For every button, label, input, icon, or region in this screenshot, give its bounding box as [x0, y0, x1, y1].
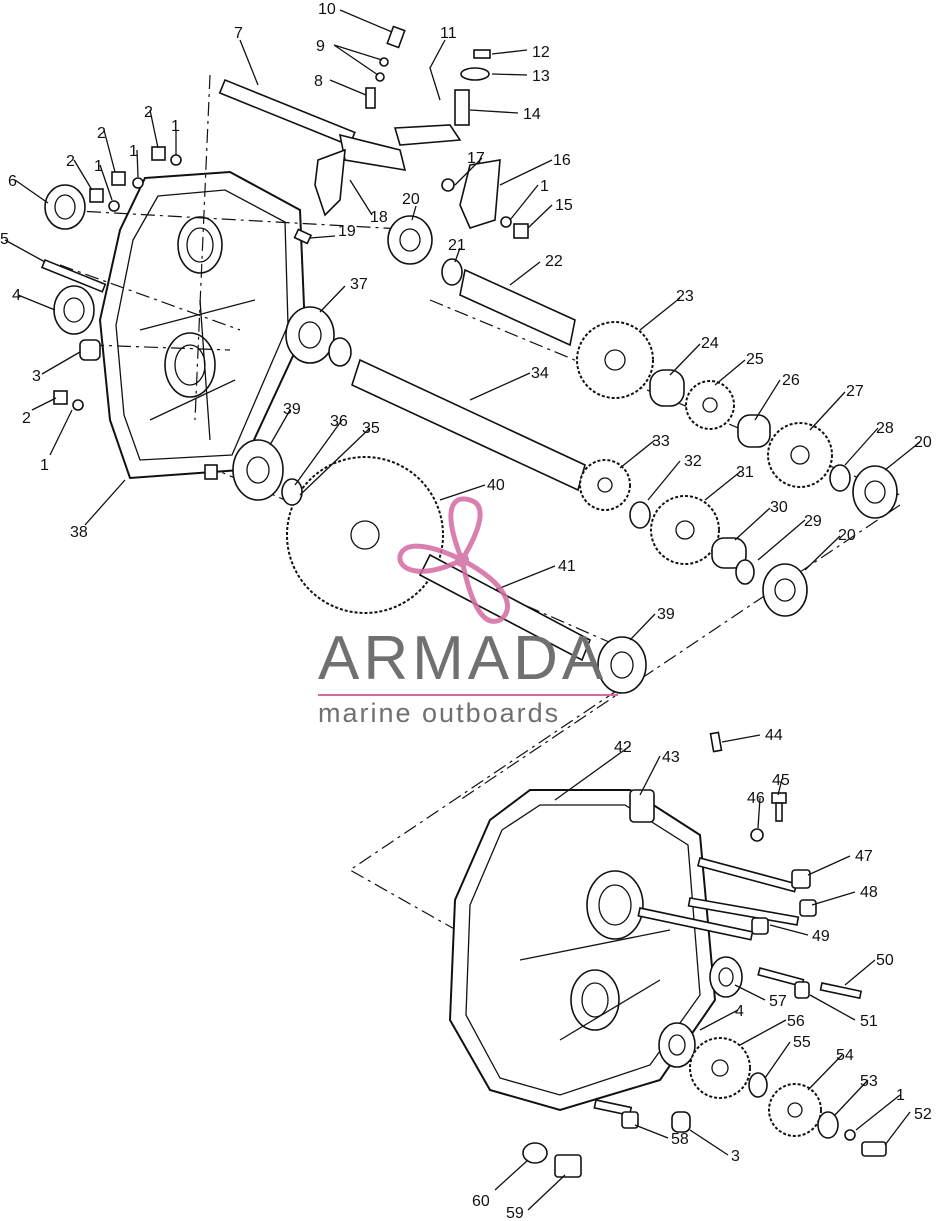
- callout-30: 30: [770, 499, 788, 516]
- callout-43: 43: [662, 749, 680, 766]
- callout-38: 38: [70, 524, 88, 541]
- callout-39-b: 39: [657, 606, 675, 623]
- callout-45: 45: [772, 772, 790, 789]
- callout-2-b: 2: [97, 125, 106, 142]
- callout-4-a: 4: [12, 287, 21, 304]
- callout-56: 56: [787, 1013, 805, 1030]
- callout-21: 21: [448, 237, 466, 254]
- callout-1-e: 1: [40, 457, 49, 474]
- callout-1-a: 1: [171, 118, 180, 135]
- callout-8: 8: [314, 73, 323, 90]
- callout-20-c: 20: [838, 527, 856, 544]
- callout-36: 36: [330, 413, 348, 430]
- left-case-half: [98, 170, 307, 480]
- callout-59: 59: [506, 1205, 524, 1221]
- callout-1-c: 1: [94, 158, 103, 175]
- leader-lines: [4, 9, 921, 1211]
- callout-1-d: 1: [540, 178, 549, 195]
- callout-33: 33: [652, 433, 670, 450]
- callout-6: 6: [8, 173, 17, 190]
- brand-rule: [318, 694, 618, 696]
- callout-18: 18: [370, 209, 388, 226]
- brand-tagline: marine outboards: [318, 698, 561, 728]
- callout-28: 28: [876, 420, 894, 437]
- callout-53: 53: [860, 1073, 878, 1090]
- fasteners-left: [40, 146, 218, 480]
- callout-10: 10: [318, 1, 336, 18]
- callout-57: 57: [769, 993, 787, 1010]
- callout-48: 48: [860, 884, 878, 901]
- callout-19: 19: [338, 223, 356, 240]
- brand-name: ARMADA: [318, 624, 608, 693]
- callout-22: 22: [545, 253, 563, 270]
- callout-1-b: 1: [129, 143, 138, 160]
- callout-35: 35: [362, 420, 380, 437]
- callout-26: 26: [782, 372, 800, 389]
- callout-60: 60: [472, 1193, 490, 1210]
- callout-20-a: 20: [402, 191, 420, 208]
- callout-40: 40: [487, 477, 505, 494]
- shift-shaft-assembly: [218, 25, 529, 245]
- callout-12: 12: [532, 44, 550, 61]
- callout-41: 41: [558, 558, 576, 575]
- callout-51: 51: [860, 1013, 878, 1030]
- callout-32: 32: [684, 453, 702, 470]
- callout-49: 49: [812, 928, 830, 945]
- callout-42: 42: [614, 739, 632, 756]
- callout-46: 46: [747, 790, 765, 807]
- main-shaft: [351, 358, 586, 492]
- callout-1-f: 1: [896, 1087, 905, 1104]
- callout-16: 16: [553, 152, 571, 169]
- right-case-half: [448, 789, 717, 1112]
- callout-2-c: 2: [66, 153, 75, 170]
- callout-58: 58: [671, 1131, 689, 1148]
- callout-24: 24: [701, 335, 719, 352]
- callout-34: 34: [531, 365, 549, 382]
- callout-54: 54: [836, 1047, 854, 1064]
- callout-3-b: 3: [731, 1148, 740, 1165]
- callout-31: 31: [736, 464, 754, 481]
- callout-5: 5: [0, 231, 9, 248]
- input-shaft-assembly: [285, 215, 576, 367]
- callout-14: 14: [523, 106, 541, 123]
- callout-20-b: 20: [914, 434, 932, 451]
- output-assembly: [232, 439, 647, 694]
- callout-47: 47: [855, 848, 873, 865]
- callout-9: 9: [316, 38, 325, 55]
- callout-29: 29: [804, 513, 822, 530]
- callout-52: 52: [914, 1106, 932, 1123]
- callout-11: 11: [440, 25, 457, 42]
- gears-row: [576, 321, 898, 617]
- callout-4-b: 4: [735, 1003, 744, 1020]
- callout-3-a: 3: [32, 368, 41, 385]
- callout-44: 44: [765, 727, 783, 744]
- fasteners-right: [522, 731, 887, 1178]
- callout-37: 37: [350, 276, 368, 293]
- callout-55: 55: [793, 1034, 811, 1051]
- callout-50: 50: [876, 952, 894, 969]
- callout-17: 17: [467, 150, 485, 167]
- propeller-icon: [397, 496, 510, 624]
- callout-7: 7: [234, 25, 243, 42]
- callout-25: 25: [746, 351, 764, 368]
- callout-13: 13: [532, 68, 550, 85]
- callout-2-a: 2: [144, 104, 153, 121]
- callout-39-a: 39: [283, 401, 301, 418]
- callout-27: 27: [846, 383, 864, 400]
- callout-15: 15: [555, 197, 573, 214]
- callout-2-d: 2: [22, 410, 31, 427]
- callout-23: 23: [676, 288, 694, 305]
